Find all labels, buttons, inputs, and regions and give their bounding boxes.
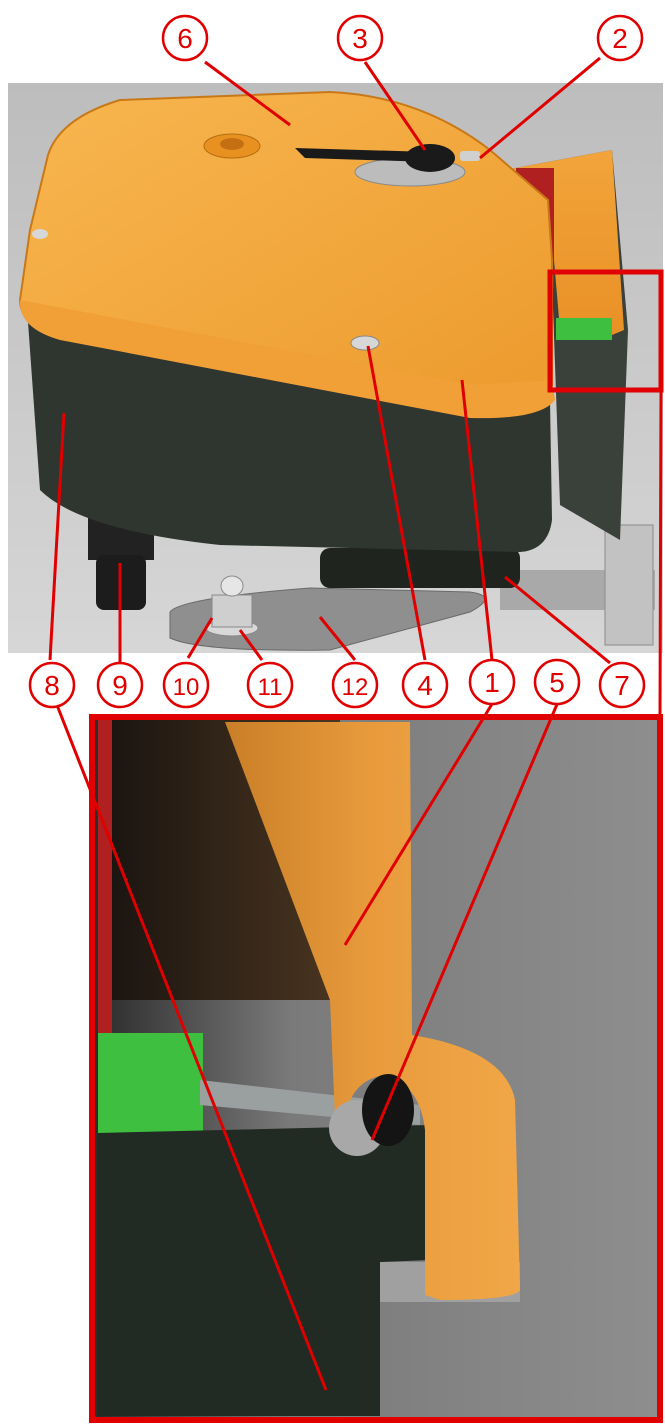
cover-screw <box>350 335 380 351</box>
cover-rim <box>19 300 555 419</box>
leader-line-10 <box>186 617 214 659</box>
manual-lever <box>295 148 430 162</box>
shaft-post <box>604 524 654 646</box>
leader-line-6 <box>204 60 291 127</box>
callout-badges: 6 3 2 8 9 10 11 12 <box>28 14 646 709</box>
callout-6: 6 <box>161 14 209 62</box>
side-bracket-cover <box>462 150 624 340</box>
leader-line-11 <box>238 629 264 661</box>
leader-line-3 <box>363 61 427 151</box>
zoom-source-box <box>547 269 664 393</box>
leader-line-7 <box>504 575 611 665</box>
zoom-hinge-hole <box>362 1074 414 1146</box>
leader-lines <box>48 56 663 1391</box>
callout-1-label: 1 <box>484 667 500 698</box>
actuator-render <box>8 83 664 653</box>
zoom-housing <box>98 1125 430 1416</box>
top-screw <box>460 151 480 161</box>
leader-line-4 <box>366 345 427 661</box>
callout-12: 12 <box>331 661 379 709</box>
leader-line-8-zoom <box>53 699 328 1391</box>
callout-2-label: 2 <box>612 23 628 54</box>
leader-line-8-top <box>48 412 66 661</box>
callout-5-label: 5 <box>549 667 565 698</box>
callout-10-label: 10 <box>173 674 200 701</box>
zoom-cover <box>225 722 520 1300</box>
callout-8-label: 8 <box>44 670 60 701</box>
leader-line-12 <box>318 616 357 661</box>
zoom-detail <box>89 714 663 1423</box>
callout-12-label: 12 <box>342 674 369 701</box>
output-coupling <box>320 548 520 588</box>
callout-5: 5 <box>533 658 581 706</box>
callout-11: 11 <box>246 661 294 709</box>
leader-line-1-zoom <box>343 703 494 946</box>
leader-line-zoom-connector <box>658 389 663 718</box>
callout-2: 2 <box>596 14 644 62</box>
zoom-seal <box>98 1033 203 1133</box>
leader-line-2 <box>479 56 601 160</box>
callout-11-label: 11 <box>258 674 283 701</box>
lower-housing <box>28 322 552 552</box>
callout-10: 10 <box>162 661 210 709</box>
callout-4-label: 4 <box>417 670 433 701</box>
callout-1: 1 <box>468 658 516 706</box>
callout-7: 7 <box>598 661 646 709</box>
callout-3: 3 <box>336 14 384 62</box>
callout-8: 8 <box>28 661 76 709</box>
callout-3-label: 3 <box>352 23 368 54</box>
callout-9-label: 9 <box>112 670 128 701</box>
seal-strip <box>556 318 612 340</box>
leader-line-1-top <box>460 379 494 661</box>
bolt-assembly <box>205 575 259 637</box>
callout-9: 9 <box>96 661 144 709</box>
callout-6-label: 6 <box>177 23 193 54</box>
leader-line-5 <box>370 701 560 1141</box>
zoom-gasket <box>98 720 112 1040</box>
callout-4: 4 <box>401 661 449 709</box>
callout-7-label: 7 <box>614 670 630 701</box>
